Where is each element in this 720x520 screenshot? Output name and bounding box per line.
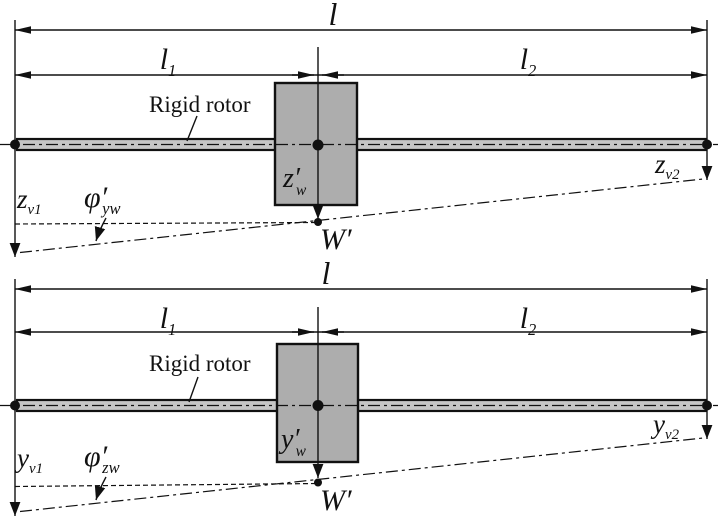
left-displacement-label: yv1 [14,443,43,477]
dim-label-l2: l2 [520,302,537,339]
dim-label-l1: l1 [160,43,177,80]
top-view: l l1 l2 Rigid rotor z′w [0,0,718,257]
bottom-view: l l1 l2 Rigid rotor y′w W′ yv1 [0,255,718,517]
left-bearing-node [10,400,20,411]
center-displacement-label: y′w [278,424,307,460]
angle-arc-arrow [94,476,107,501]
right-bearing-node [702,139,712,150]
rotor-center-node [312,139,324,151]
dim-label-total: l [329,0,338,32]
rotor-center-node [312,400,324,411]
rotor-label: Rigid rotor [149,351,251,376]
reference-dashed-line [14,221,318,225]
rotor-label: Rigid rotor [149,92,251,117]
mass-point-label: W′ [320,484,352,517]
right-displacement-label: zv2 [654,149,680,183]
mass-point-node [314,478,322,487]
reference-dashed-line [14,482,318,488]
angle-arc-arrow [94,217,107,242]
tilt-angle-label: φ′yw [84,181,121,218]
dim-label-l2: l2 [520,43,537,80]
tilt-angle-label: φ′zw [84,440,120,477]
mass-point-label: W′ [320,223,352,256]
right-bearing-node [702,400,712,411]
tilted-axis-line [19,437,704,513]
left-bearing-node [10,139,20,150]
dim-label-total: l [322,255,331,291]
rotor-leader-line [188,376,199,403]
right-displacement-label: yv2 [650,409,680,443]
rotor-leader-line [186,115,198,142]
tilted-axis-line [19,178,704,254]
dim-label-l1: l1 [160,302,177,339]
left-displacement-label: zv1 [16,184,42,218]
center-displacement-label: z′w [282,163,307,199]
mass-point-node [314,218,322,226]
